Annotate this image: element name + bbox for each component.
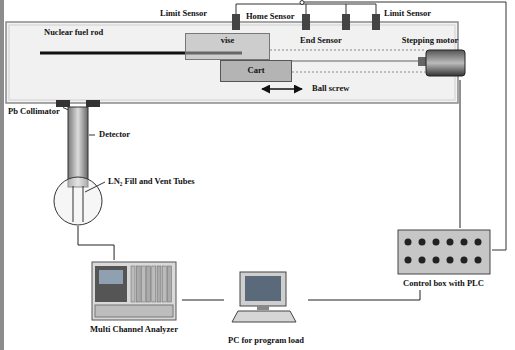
node-label: Multi Channel Analyzer [90, 325, 178, 334]
mca-panel [95, 266, 127, 302]
node-label: PC for program load [228, 336, 304, 345]
wire-junction [300, 1, 304, 5]
cable-connector [78, 226, 114, 260]
control-knob [419, 239, 426, 246]
pb-collimator [86, 100, 100, 107]
mca-body [92, 262, 176, 320]
mca-module [141, 266, 145, 302]
leader-line [85, 182, 105, 192]
sensor-wire [236, 2, 506, 250]
mca-module [162, 266, 166, 302]
cable-connector [182, 300, 224, 301]
part-label: Ball screw [312, 84, 349, 93]
mca-module [131, 266, 135, 302]
control-box [398, 230, 490, 274]
device-box: vise [185, 33, 270, 60]
ball-screw-guide [292, 72, 425, 73]
leader-line [89, 135, 95, 136]
ln2-dewar [54, 177, 102, 225]
control-knob [475, 257, 482, 264]
node-label: Detector [99, 130, 130, 139]
mca-module [167, 266, 171, 302]
ball-screw-guide [270, 50, 425, 51]
control-knob [461, 257, 468, 264]
end-sensor-block [342, 14, 350, 30]
mca-module [152, 266, 156, 302]
motor-coupling [418, 57, 426, 66]
control-knob [447, 239, 454, 246]
detector-cylinder [68, 107, 88, 187]
device-box: PC for program load [224, 270, 308, 347]
control-knob [433, 257, 440, 264]
mca-module [147, 266, 151, 302]
part-label: Limit Sensor [384, 9, 431, 18]
part-label: Home Sensor [246, 12, 294, 21]
mca-screen [99, 270, 123, 284]
mca-module [136, 266, 140, 302]
part-label: Limit Sensor [160, 9, 207, 18]
control-knobs [405, 239, 482, 264]
pc-stand [257, 306, 269, 310]
part-label: LN₂ Fill and Vent Tubes [108, 177, 195, 186]
mca-base [95, 305, 173, 317]
limit-sensor-block [232, 14, 240, 30]
device-box: Stepping motor [392, 34, 468, 80]
part-label: End Sensor [300, 36, 342, 45]
scanner-housing [6, 22, 458, 103]
device-box: Control box with PLC [395, 228, 492, 290]
cable-connector [460, 80, 461, 228]
ln2-tube [73, 186, 74, 222]
pc-keyboard [232, 311, 296, 322]
control-knob [461, 239, 468, 246]
control-knob [447, 257, 454, 264]
travel-arrow [262, 88, 302, 90]
mca-modules [131, 266, 171, 302]
ln2-tube [83, 186, 84, 222]
housing-inner-edge [9, 25, 455, 100]
node-label: Stepping motor [402, 36, 458, 45]
pb-collimator [56, 100, 70, 107]
ball-screw [292, 60, 425, 62]
node-label: Control box with PLC [403, 279, 484, 288]
pc-monitor [240, 272, 286, 306]
mca-module [157, 266, 161, 302]
photo-strip [0, 0, 4, 350]
control-knob [405, 257, 412, 264]
limit-sensor-block [372, 14, 380, 30]
control-knob [419, 257, 426, 264]
device-box: Multi Channel Analyzer [86, 260, 182, 336]
node-label: Cart [248, 66, 265, 75]
node-label: vise [221, 36, 235, 45]
device-box: Detector [53, 104, 103, 226]
cart-box: Cart [220, 60, 292, 82]
control-knob [433, 239, 440, 246]
home-sensor-block [302, 14, 310, 30]
part-label: Nuclear fuel rod [44, 28, 103, 37]
control-knob [475, 239, 482, 246]
pc-screen [245, 276, 281, 301]
control-knob [405, 239, 412, 246]
cable-connector [308, 290, 420, 300]
stepping-motor [426, 50, 465, 76]
part-label: Pb Collimator [8, 107, 60, 116]
